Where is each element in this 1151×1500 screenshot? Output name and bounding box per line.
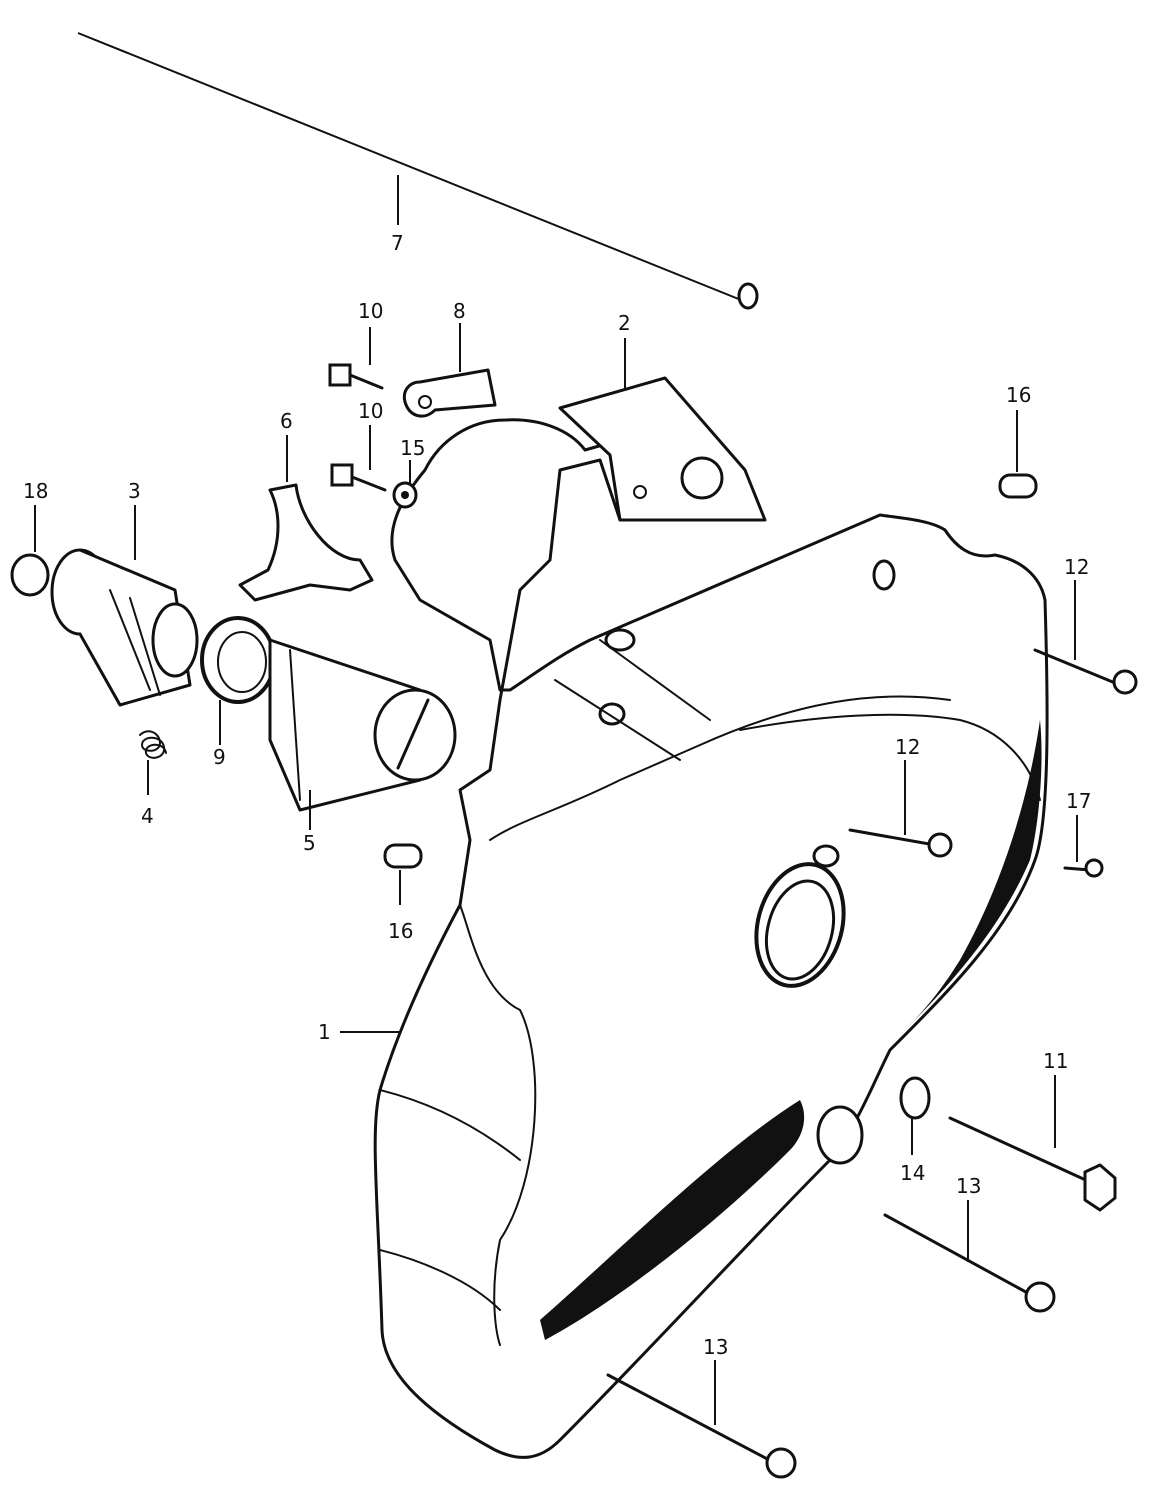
callout-14: 14: [900, 1161, 925, 1185]
callout-4: 4: [141, 804, 154, 828]
callout-labels: 7 10 8 2 16 6 10 15 18 3 12 12 17 9 5 4 …: [23, 231, 1091, 1359]
callout-12-lower: 12: [895, 735, 920, 759]
part-18-cap: [10, 553, 50, 597]
callout-11: 11: [1043, 1049, 1068, 1073]
part-15-washer: [392, 481, 418, 509]
callout-16-upper: 16: [1006, 383, 1031, 407]
part-17-screw: [1063, 858, 1104, 878]
callout-6: 6: [280, 409, 293, 433]
part-10-bolt-upper: [328, 363, 384, 390]
part-12-screw-lower: [848, 828, 953, 858]
callout-7: 7: [391, 231, 404, 255]
callout-10-lower: 10: [358, 399, 383, 423]
part-8-plate: [402, 368, 497, 418]
callout-13-upper: 13: [956, 1174, 981, 1198]
leader-lines: [34, 175, 1078, 1425]
part-10-bolt-lower: [330, 463, 387, 492]
part-14-washer: [899, 1076, 931, 1120]
part-6-fork: [238, 483, 374, 602]
part-2-bracket: [558, 376, 767, 522]
part-9-ring: [200, 616, 276, 704]
callout-12-upper: 12: [1064, 555, 1089, 579]
callout-3: 3: [128, 479, 141, 503]
part-12-screw-upper: [1033, 648, 1138, 695]
part-13-screw-upper: [883, 1213, 1056, 1313]
callout-18: 18: [23, 479, 48, 503]
part-16-dowel-lower: [383, 843, 423, 869]
callout-8: 8: [453, 299, 466, 323]
part-3-drum: [50, 548, 199, 707]
callout-2: 2: [618, 311, 631, 335]
part-11-bolt: [948, 1116, 1117, 1212]
part-7-shaft: [69, 21, 759, 310]
callout-16-lower: 16: [388, 919, 413, 943]
part-16-dowel-upper: [998, 473, 1038, 499]
callout-9: 9: [213, 745, 226, 769]
callout-5: 5: [303, 831, 316, 855]
callout-15: 15: [400, 436, 425, 460]
callout-1: 1: [318, 1020, 331, 1044]
part-1-cover: [373, 418, 1049, 1459]
part-13-screw-lower: [606, 1373, 797, 1479]
part-5-plug: [268, 638, 457, 812]
part-4-spring: [139, 730, 167, 759]
callout-10-upper: 10: [358, 299, 383, 323]
callout-17: 17: [1066, 789, 1091, 813]
callout-13-lower: 13: [703, 1335, 728, 1359]
